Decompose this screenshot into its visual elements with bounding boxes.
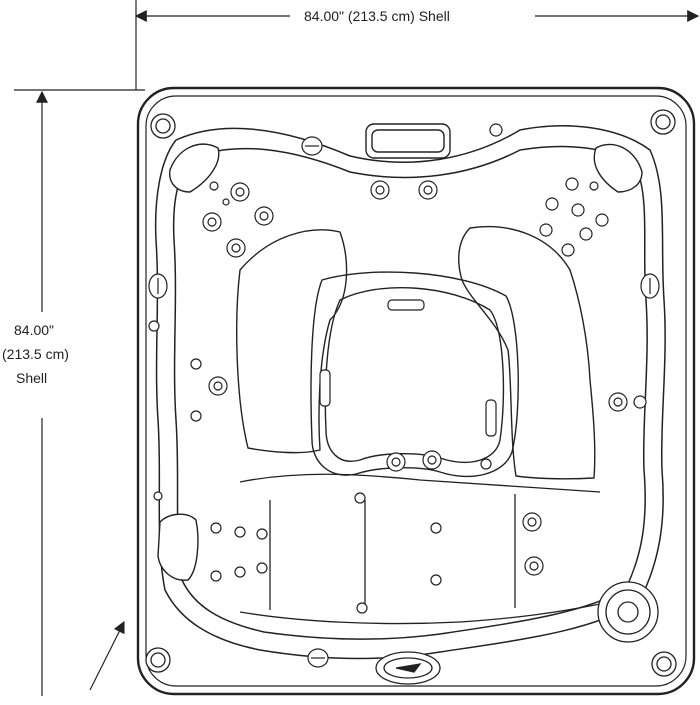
shell-height-metric: (213.5 cm): [2, 346, 69, 362]
shell-height-caption: Shell: [16, 370, 48, 386]
bench: [240, 474, 600, 623]
filter-icon: [598, 582, 658, 642]
right-seat: [459, 227, 595, 479]
left-seat: [237, 230, 347, 453]
corner-cup-holder-icon: [146, 110, 676, 676]
diverter-valve-icon: [149, 124, 659, 667]
shell-width-label: 84.00" (213.5 cm) Shell: [300, 8, 454, 24]
dimension-lines: [14, 0, 700, 696]
pillows: [158, 124, 642, 580]
jet-icon: [191, 178, 646, 613]
seating-outline: [156, 126, 666, 659]
light-bars: [320, 300, 496, 436]
shell-height-value: 84.00": [14, 322, 55, 338]
control-panel-icon: [376, 652, 440, 684]
shell: [138, 88, 694, 694]
shell-height-label: 84.00" (213.5 cm) Shell: [2, 318, 69, 390]
